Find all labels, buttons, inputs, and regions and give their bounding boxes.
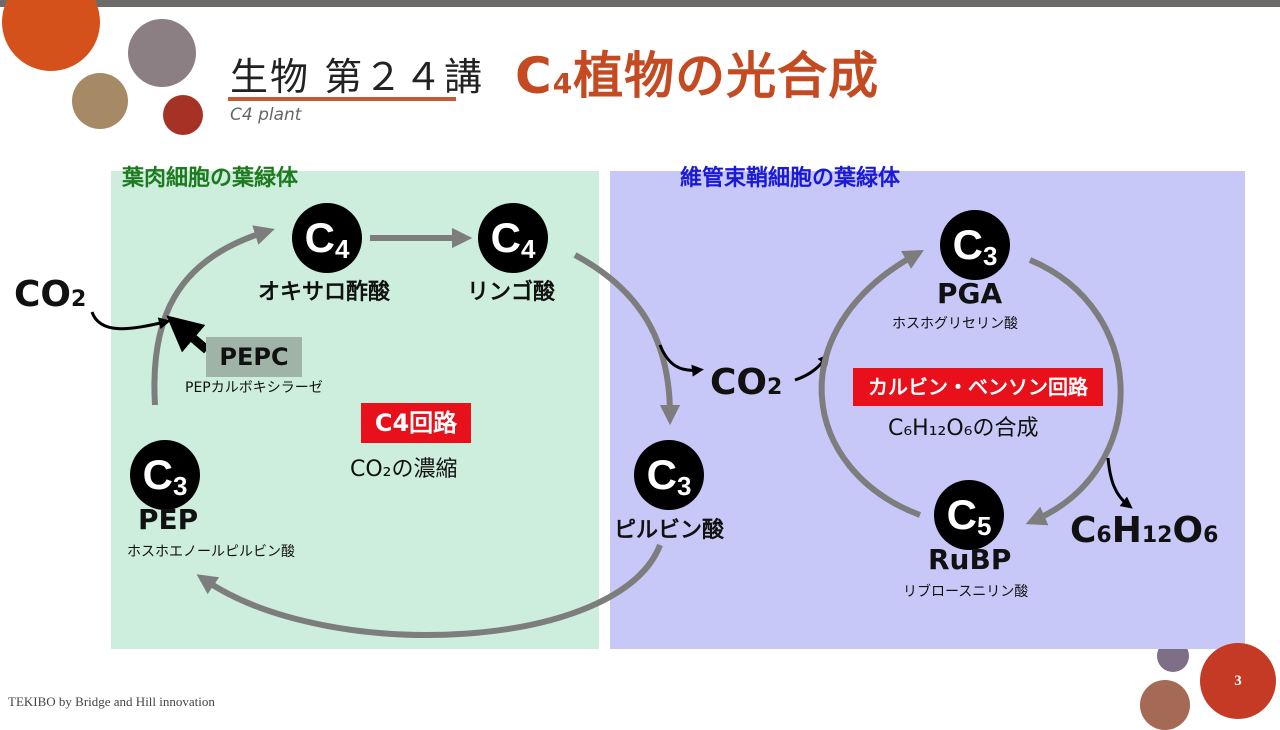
c4-oxaloacetate-circle: C4	[292, 203, 362, 273]
c5-rubp-circle: C5	[934, 480, 1004, 550]
arrow-co2-fixation	[90, 311, 171, 331]
bundle-sheath-label: 維管束鞘細胞の葉緑体	[680, 166, 901, 191]
decor-circle	[128, 19, 196, 87]
decor-circle	[163, 95, 203, 135]
c4-cycle-box: C4回路	[361, 403, 471, 443]
co2-input: CO2	[14, 274, 87, 315]
page-number: 3	[1200, 643, 1276, 719]
arrow-co2-release	[658, 344, 704, 377]
calvin-cycle-box: カルビン・ベンソン回路	[853, 368, 1103, 406]
rubp-sublabel: リブロースニリン酸	[903, 584, 1029, 600]
oxaloacetate-label: オキサロ酢酸	[258, 280, 391, 305]
rubp-label: RuBP	[928, 543, 1012, 576]
co2-released: CO2	[710, 362, 783, 403]
arrow-glucose-output	[1106, 457, 1133, 509]
arrow-pyruvate-to-pep	[196, 543, 663, 638]
c4-malate-circle: C4	[478, 203, 548, 273]
english-subtitle: C4 plant	[230, 105, 302, 125]
arrow-rubp-to-pga	[818, 250, 924, 518]
c3-pga-circle: C3	[940, 210, 1010, 280]
arrow-malate-to-pyruvate	[573, 252, 681, 426]
topic-title: C4植物の光合成	[515, 47, 880, 105]
pep-sublabel: ホスホエノールピルビン酸	[127, 544, 295, 560]
pep-label: PEP	[138, 503, 199, 536]
arrow-pepc	[166, 315, 210, 354]
c4-cycle-desc: CO₂の濃縮	[350, 457, 458, 482]
bundle-sheath-panel	[610, 171, 1245, 649]
glucose-output: C6H12O6	[1070, 510, 1219, 551]
arrow-pga-to-rubp	[1025, 257, 1124, 526]
pepc-box: PEPC	[206, 337, 302, 377]
pga-sublabel: ホスホグリセリン酸	[892, 316, 1018, 332]
mesophyll-label: 葉肉細胞の葉緑体	[122, 166, 299, 191]
malate-label: リンゴ酸	[467, 280, 556, 305]
c3-pyruvate-circle: C3	[634, 440, 704, 510]
calvin-cycle-desc: C₆H₁₂O₆の合成	[888, 416, 1039, 441]
lecture-title: 生物 第２４講	[230, 55, 485, 99]
pga-label: PGA	[937, 277, 1003, 310]
footer-credit: TEKIBO by Bridge and Hill innovation	[8, 694, 215, 709]
title-underline	[228, 97, 456, 101]
pyruvate-label: ピルビン酸	[614, 518, 725, 543]
arrow-pep-to-oxaloacetate	[151, 225, 275, 406]
pepc-sublabel: PEPカルボキシラーゼ	[185, 380, 323, 396]
decor-circle	[72, 73, 128, 129]
c3-pep-circle: C3	[130, 440, 200, 510]
top-bar	[0, 0, 1280, 7]
